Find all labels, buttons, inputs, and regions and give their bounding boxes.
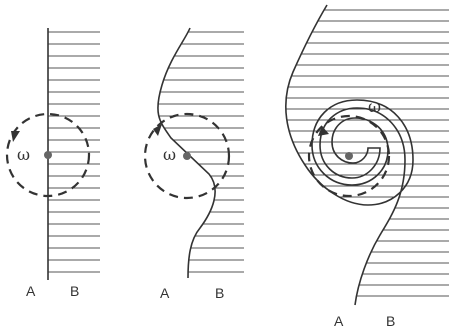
panel-3: ω A B [0, 5, 449, 329]
omega-label: ω [17, 145, 30, 164]
omega-label: ω [163, 145, 176, 164]
label-fluid-a: A [334, 313, 344, 329]
label-fluid-b: B [70, 283, 79, 299]
label-fluid-b: B [215, 285, 224, 301]
vortex-center-dot [44, 151, 52, 159]
label-fluid-a: A [160, 285, 170, 301]
label-fluid-a: A [26, 283, 36, 299]
fluid-b-hatching [0, 10, 449, 296]
vortex-center-dot [345, 152, 353, 160]
rotation-arrow-icon [11, 131, 20, 142]
vortex-center-dot [183, 152, 191, 160]
label-fluid-b: B [386, 313, 395, 329]
omega-label: ω [368, 97, 381, 116]
